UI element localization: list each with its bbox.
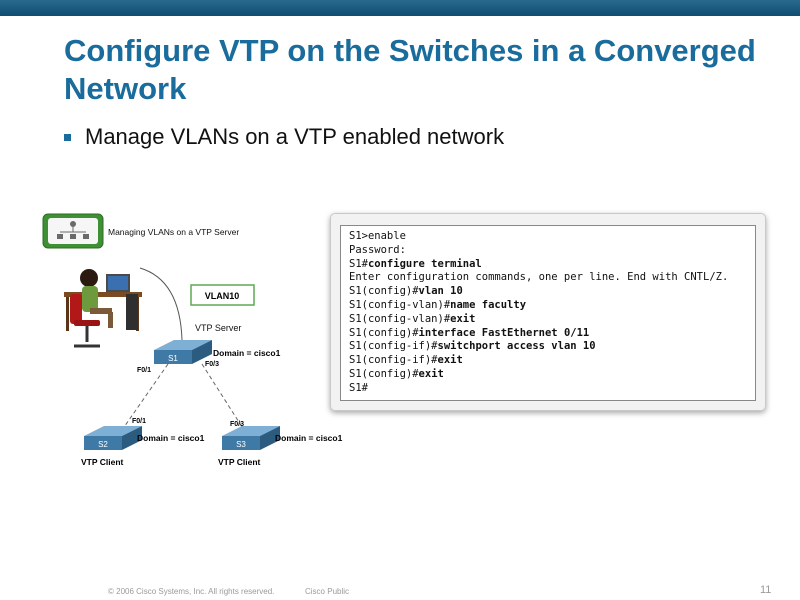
switch-s1-name: S1 [168, 354, 178, 363]
cli-command: switchport access vlan 10 [437, 340, 596, 353]
diagram-caption: Managing VLANs on a VTP Server [108, 227, 239, 237]
cli-line: Password: [349, 244, 406, 256]
cli-line: S1(config)#interface FastEthernet 0/11 [349, 327, 589, 339]
footer-classification: Cisco Public [305, 587, 350, 596]
switch-s1: S1 [154, 340, 212, 364]
cli-command: exit [437, 354, 463, 367]
top-banner [0, 0, 800, 16]
cli-line: S1# [349, 382, 368, 394]
cli-line: S1(config-if)#switchport access vlan 10 [349, 340, 596, 352]
s2-role-label: VTP Client [81, 457, 124, 467]
s1-port-left: F0/1 [137, 367, 151, 374]
cli-command: exit [450, 312, 476, 325]
cli-text: S1>enable Password: S1#configure termina… [341, 226, 755, 400]
cli-prompt: S1(config-if)# [349, 354, 438, 367]
cli-prompt: S1(config)# [349, 285, 419, 298]
switch-s3-domain: Domain = cisco1 [275, 433, 343, 443]
s3-role-label: VTP Client [218, 457, 261, 467]
cli-prompt: S1# [349, 381, 368, 394]
cli-prompt: Enter configuration commands, one per li… [349, 271, 729, 284]
switch-s3: S3 [222, 426, 280, 450]
cli-prompt: S1(config-vlan)# [349, 312, 451, 325]
cli-command: name faculty [450, 298, 527, 311]
user-workstation-icon [64, 269, 142, 348]
page-number: 11 [760, 584, 772, 596]
cli-prompt: S1(config-if)# [349, 340, 438, 353]
cli-command: exit [418, 367, 444, 380]
cli-terminal: S1>enable Password: S1#configure termina… [340, 225, 756, 401]
cli-output-panel: S1>enable Password: S1#configure termina… [330, 213, 766, 411]
slide-title: Configure VTP on the Switches in a Conve… [64, 33, 756, 106]
footer-copyright: © 2006 Cisco Systems, Inc. All rights re… [108, 587, 275, 596]
cli-line: S1(config-vlan)#exit [349, 313, 475, 325]
s3-port: F0/3 [230, 421, 244, 428]
cli-line: Enter configuration commands, one per li… [349, 271, 728, 283]
cli-prompt: S1>enable [349, 230, 406, 242]
cli-line: S1#configure terminal [349, 258, 482, 270]
cli-command: vlan 10 [418, 285, 463, 298]
cli-prompt: Password: [349, 243, 406, 256]
cli-line: S1(config-if)#exit [349, 354, 463, 366]
vtp-server-label: VTP Server [195, 323, 241, 333]
switch-s2-name: S2 [98, 440, 108, 449]
s1-port-right: F0/3 [205, 361, 219, 368]
cli-line: S1(config)#exit [349, 368, 444, 380]
switch-s2: S2 [84, 426, 142, 450]
vtp-network-diagram: Managing VLANs on a VTP Server VLAN10 VT… [42, 213, 343, 467]
switch-s1-domain: Domain = cisco1 [213, 348, 281, 358]
cli-line: S1(config)#vlan 10 [349, 285, 463, 297]
s2-port: F0/1 [132, 418, 146, 425]
switch-s2-domain: Domain = cisco1 [137, 433, 205, 443]
cli-prompt: S1# [349, 257, 368, 270]
switch-s3-name: S3 [236, 440, 246, 449]
cli-prompt: S1(config)# [349, 367, 419, 380]
cli-prompt: S1(config)# [349, 326, 419, 339]
bullet-item: Manage VLANs on a VTP enabled network [64, 124, 504, 150]
cli-command: interface FastEthernet 0/11 [418, 326, 590, 339]
cli-line: S1>enable [349, 230, 406, 242]
cli-prompt: S1(config-vlan)# [349, 298, 451, 311]
bullet-text: Manage VLANs on a VTP enabled network [85, 124, 505, 149]
bullet-square-icon [64, 133, 71, 141]
vlan-label: VLAN10 [205, 291, 240, 301]
cli-command: configure terminal [367, 257, 482, 270]
cli-line: S1(config-vlan)#name faculty [349, 299, 526, 311]
network-badge-icon [42, 213, 104, 249]
